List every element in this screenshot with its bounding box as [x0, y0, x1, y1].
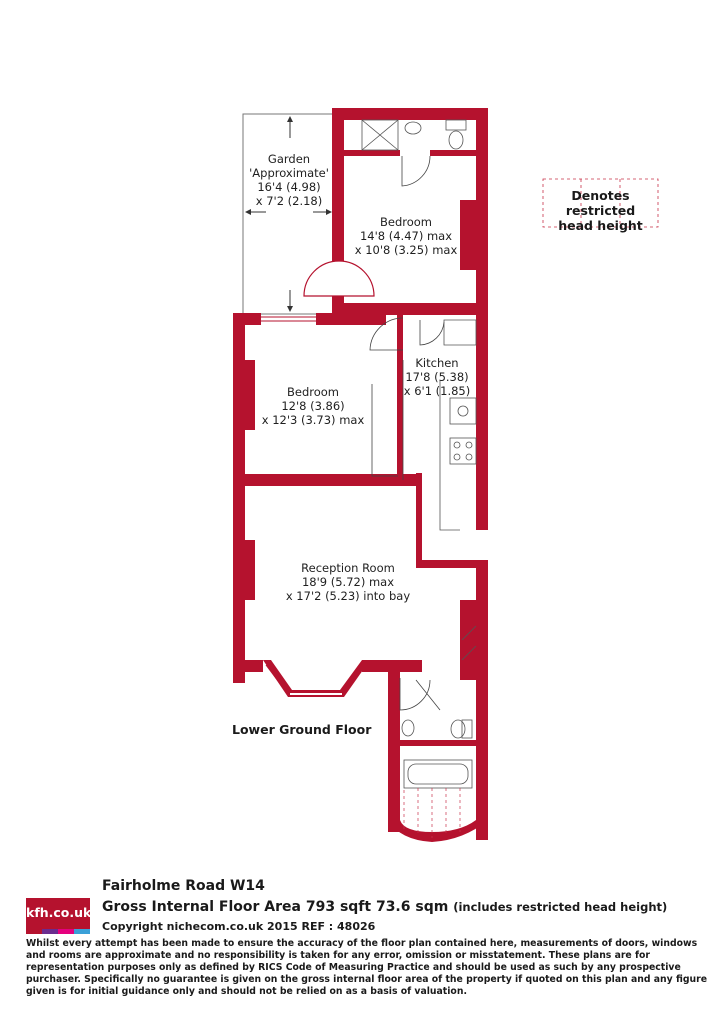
room-garden-line: x 7'2 (2.18): [256, 194, 323, 208]
room-garden-line: 'Approximate': [249, 166, 329, 180]
floor-area-main: Gross Internal Floor Area 793 sqft 73.6 …: [102, 899, 449, 915]
room-reception-line: x 17'2 (5.23) into bay: [286, 589, 410, 603]
room-kitchen-line: 17'8 (5.38): [405, 370, 468, 384]
copyright: Copyright nichecom.co.uk 2015 REF : 4802…: [102, 920, 376, 933]
kfh-logo[interactable]: kfh.co.uk: [26, 898, 92, 934]
garden-area: [242, 113, 332, 315]
room-labels: Garden 'Approximate' 16'4 (4.98) x 7'2 (…: [249, 152, 470, 603]
floor-plan: Garden 'Approximate' 16'4 (4.98) x 7'2 (…: [233, 108, 488, 842]
key-text-1: Denotes restricted: [565, 188, 636, 218]
key-text-2: head height: [558, 218, 643, 233]
room-bedroom2-line: x 12'3 (3.73) max: [262, 413, 365, 427]
room-bedroom1-name: Bedroom: [380, 215, 432, 229]
room-kitchen-name: Kitchen: [415, 356, 458, 370]
logo-color-bar: [26, 929, 90, 934]
room-reception-name: Reception Room: [301, 561, 395, 575]
restricted-height-key: Denotes restricted head height: [542, 178, 659, 233]
room-bedroom1-line: x 10'8 (3.25) max: [355, 243, 458, 257]
room-kitchen-line: x 6'1 (1.85): [404, 384, 471, 398]
property-address: Fairholme Road W14: [102, 878, 265, 894]
floor-area: Gross Internal Floor Area 793 sqft 73.6 …: [102, 899, 667, 915]
room-reception-line: 18'9 (5.72) max: [302, 575, 394, 589]
disclaimer: Whilst every attempt has been made to en…: [26, 938, 708, 997]
room-bedroom2-name: Bedroom: [287, 385, 339, 399]
room-bedroom2-line: 12'8 (3.86): [281, 399, 344, 413]
floor-name: Lower Ground Floor: [232, 722, 372, 737]
logo-text: kfh.co.uk: [26, 905, 92, 920]
bath-bay: [388, 820, 488, 842]
walls: [233, 108, 488, 840]
room-garden-line: 16'4 (4.98): [257, 180, 320, 194]
fixtures: [361, 119, 477, 789]
bay-window: [263, 660, 370, 697]
restricted-height-area: [403, 788, 461, 838]
doors: [303, 155, 445, 711]
floor-area-note: (includes restricted head height): [453, 900, 668, 914]
room-bedroom1-line: 14'8 (4.47) max: [360, 229, 452, 243]
key-hatch: [542, 178, 659, 228]
windows: [261, 168, 341, 322]
room-garden-name: Garden: [268, 152, 310, 166]
